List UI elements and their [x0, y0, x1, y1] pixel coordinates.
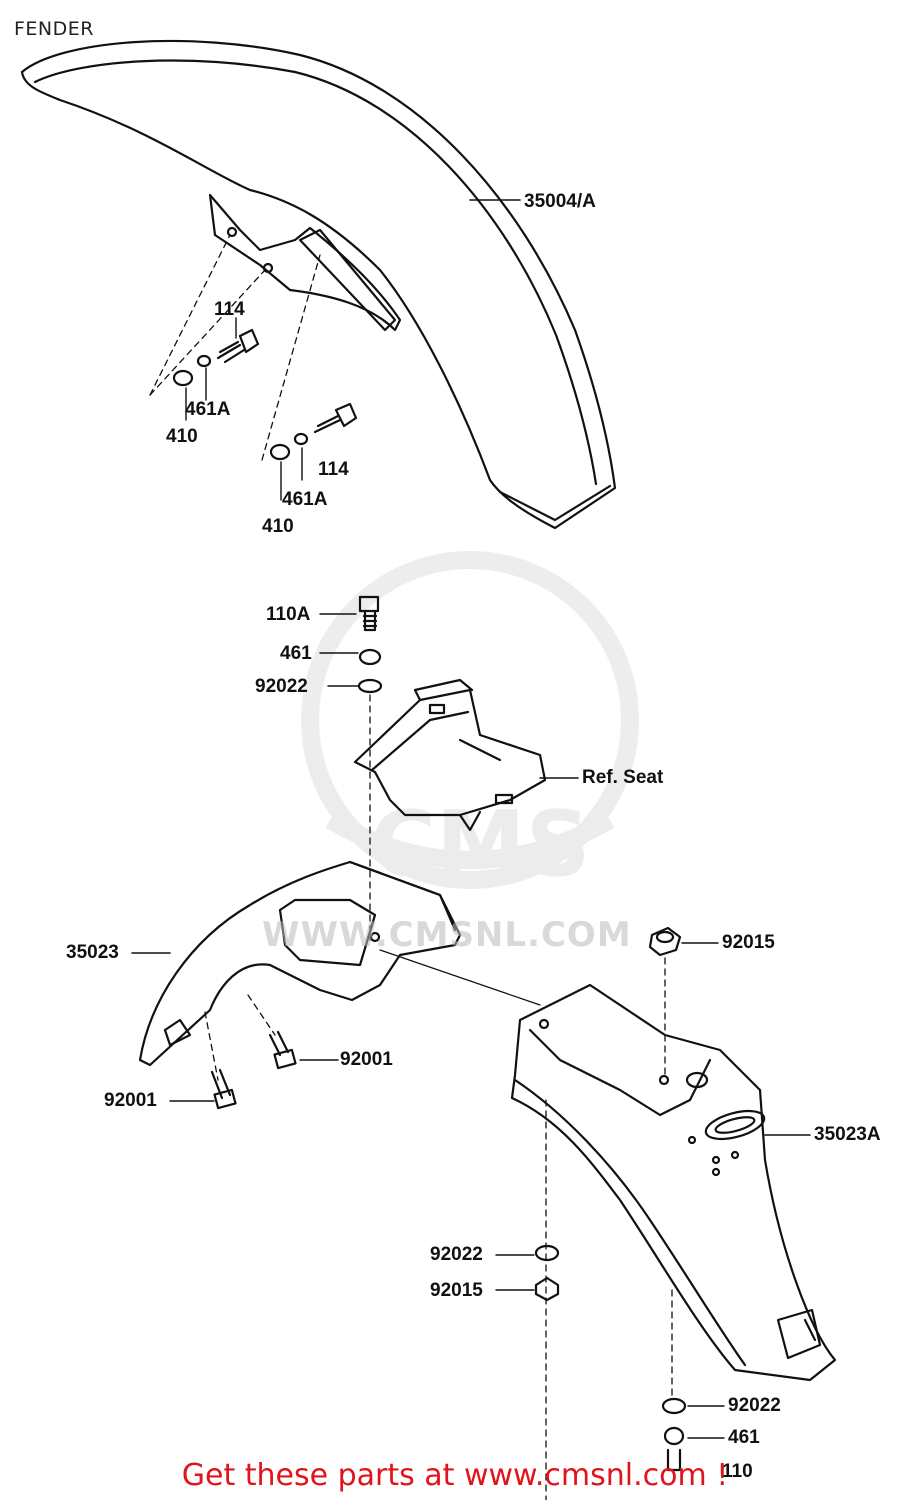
watermark-text: WWW.CMSNL.COM — [262, 915, 632, 955]
label-114-b: 114 — [318, 459, 349, 480]
seat-bracket-ref — [353, 678, 547, 832]
cms-watermark-logo: CMS — [301, 551, 639, 897]
label-461A-b: 461A — [282, 489, 328, 510]
label-92001-a: 92001 — [340, 1049, 393, 1070]
front-fender — [20, 39, 617, 530]
nut-92015-right — [648, 926, 719, 1076]
connect-line — [379, 949, 541, 1006]
label-110-bottom: 110 — [722, 1461, 753, 1482]
rear-fender-rear — [510, 983, 837, 1382]
bolt-92001-b — [247, 994, 339, 1070]
label-92001-b: 92001 — [104, 1090, 157, 1111]
label-410-b: 410 — [262, 516, 294, 537]
label-35023A: 35023A — [814, 1124, 881, 1145]
bottom-bolt-stack — [661, 1289, 725, 1472]
rear-fender-front — [138, 860, 462, 1067]
label-92015-right: 92015 — [722, 932, 775, 953]
page-title: FENDER — [14, 18, 94, 40]
front-bolt-set-a — [149, 234, 266, 421]
label-410-a: 410 — [166, 426, 198, 447]
label-461-top: 461 — [280, 643, 312, 664]
label-35004A: 35004/A — [524, 191, 596, 212]
front-bolt-set-b — [261, 254, 358, 501]
label-461-bottom: 461 — [728, 1427, 760, 1448]
label-ref-seat: Ref. Seat — [582, 767, 664, 788]
bolt-92001-a — [169, 1011, 237, 1110]
label-92022-bottom: 92022 — [728, 1395, 781, 1416]
footer-link-text[interactable]: Get these parts at www.cmsnl.com ! — [181, 1458, 729, 1493]
middle-washer-stack — [495, 1099, 560, 1500]
label-92022-mid: 92022 — [430, 1244, 483, 1265]
label-92015-mid: 92015 — [430, 1280, 483, 1301]
label-35023: 35023 — [66, 942, 119, 963]
label-461A-a: 461A — [185, 399, 231, 420]
label-92022-top: 92022 — [255, 676, 308, 697]
label-114-a: 114 — [214, 299, 245, 320]
label-110A: 110A — [266, 604, 311, 625]
top-bolt-stack — [319, 595, 383, 941]
